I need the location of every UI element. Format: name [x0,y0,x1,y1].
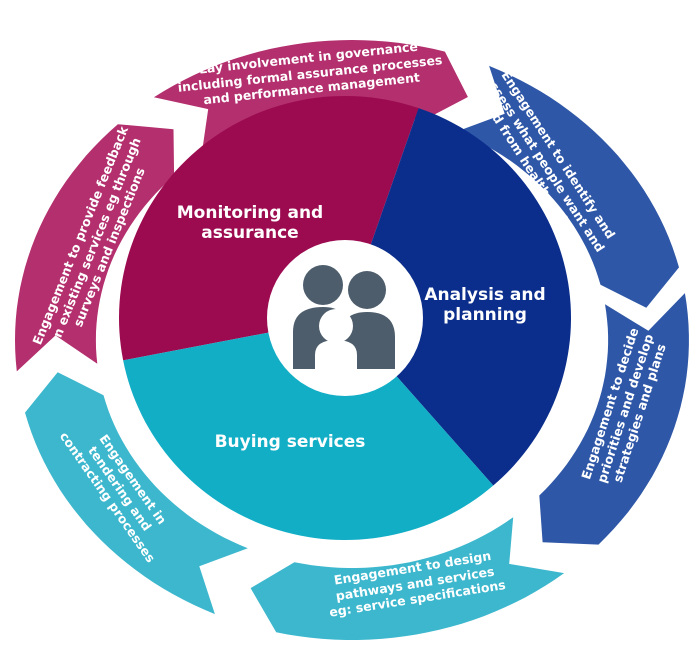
segment-label-monitoring: Monitoring and assurance [176,203,324,244]
pie-segment-1 [345,108,571,486]
segment-label-analysis: Analysis and planning [424,285,546,326]
ring-arrow-1 [539,293,689,545]
inner-pie [119,95,571,540]
outer-ring [15,40,689,640]
segment-label-buying: Buying services [214,432,366,452]
ring-arrow-3 [25,372,248,615]
ring-arrow-0 [456,65,679,308]
pie-segment-2 [123,318,494,540]
ring-arrow-4 [15,124,175,372]
family-icon [293,265,395,369]
ring-arrow-2 [250,517,565,640]
